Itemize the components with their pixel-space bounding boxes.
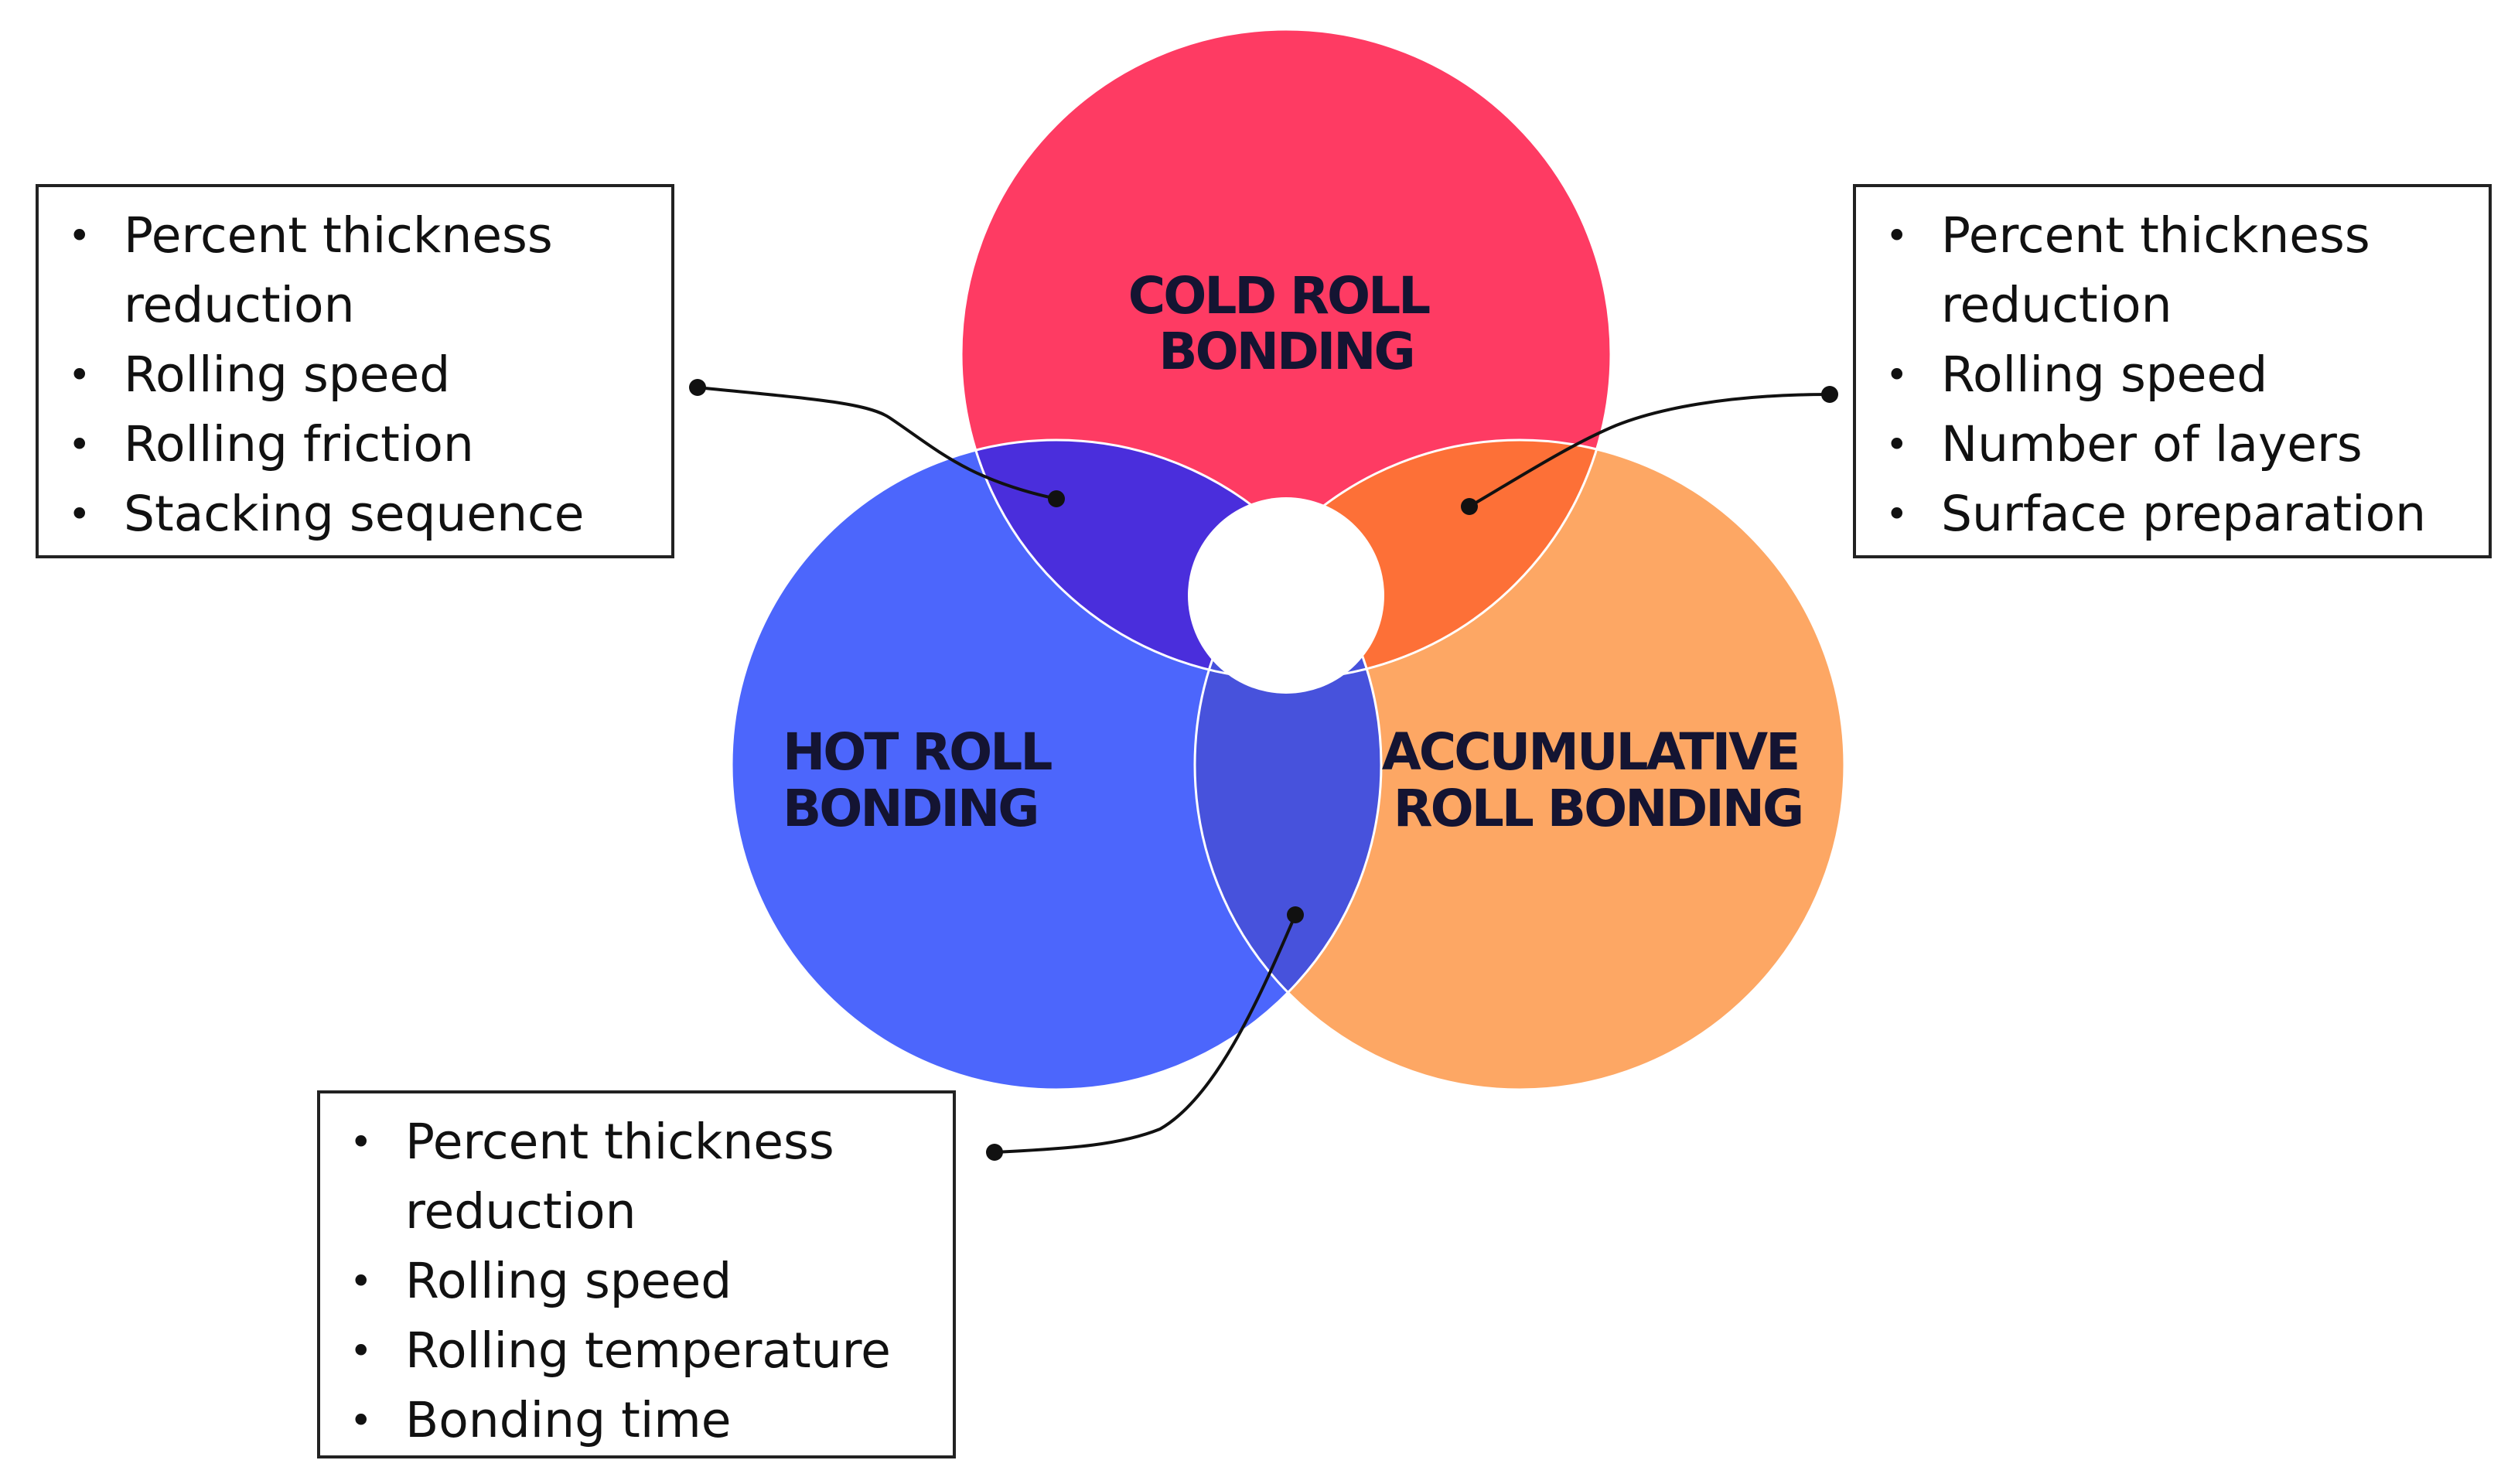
- accumulative-roll-bonding-label: ACCUMULATIVE ROLL BONDING: [1382, 722, 1814, 838]
- cold-roll-bonding-label: COLD ROLL BONDING: [1128, 266, 1444, 381]
- cold-accumulative-parameters-box: Percent thickness reduction Rolling spee…: [1853, 184, 2492, 558]
- list-item: Stacking sequence: [54, 479, 656, 549]
- connector-cold-hot-end-dot: [1048, 490, 1065, 507]
- list-item: Rolling speed: [54, 340, 656, 410]
- hot-circle-outline: [730, 438, 1383, 1091]
- cold-hot-parameters-list: Percent thickness reduction Rolling spee…: [54, 201, 656, 549]
- list-item: Bonding time: [336, 1386, 937, 1455]
- accumulative-label-line-2: ROLL BONDING: [1394, 779, 1802, 838]
- connector-cold-hot: [697, 386, 1057, 500]
- cold-hot-parameters-box: Percent thickness reduction Rolling spee…: [36, 184, 674, 558]
- list-item: Rolling speed: [1871, 340, 2473, 410]
- cold-label-line-2: BONDING: [1158, 322, 1413, 381]
- list-item: Surface preparation: [1871, 479, 2473, 549]
- connector-cold-accumulative-end-dot: [1461, 498, 1478, 515]
- list-item: Percent thickness reduction: [336, 1107, 937, 1247]
- connector-hot-accumulative-end-dot: [1287, 906, 1304, 923]
- center-hole: [1188, 497, 1384, 694]
- connector-cold-accumulative: [1468, 393, 1830, 508]
- cold-label-line-1: COLD ROLL: [1128, 266, 1430, 326]
- hot-accumulative-parameters-list: Percent thickness reduction Rolling spee…: [336, 1107, 937, 1455]
- accumulative-label-line-1: ACCUMULATIVE: [1382, 722, 1799, 782]
- list-item: Rolling friction: [54, 410, 656, 479]
- connector-hot-accumulative: [994, 914, 1297, 1154]
- hot-accumulative-parameters-box: Percent thickness reduction Rolling spee…: [317, 1090, 956, 1458]
- accumulative-circle-outline: [1193, 438, 1846, 1091]
- list-item: Number of layers: [1871, 410, 2473, 479]
- connector-hot-accumulative-start-dot: [986, 1144, 1003, 1161]
- list-item: Percent thickness reduction: [1871, 201, 2473, 340]
- hot-roll-bonding-label: HOT ROLL BONDING: [783, 722, 1066, 838]
- list-item: Percent thickness reduction: [54, 201, 656, 340]
- list-item: Rolling speed: [336, 1247, 937, 1316]
- connector-cold-accumulative-start-dot: [1821, 386, 1838, 403]
- hot-label-line-1: HOT ROLL: [783, 722, 1052, 782]
- connector-cold-hot-start-dot: [689, 379, 706, 396]
- list-item: Rolling temperature: [336, 1316, 937, 1386]
- cold-accumulative-parameters-list: Percent thickness reduction Rolling spee…: [1871, 201, 2473, 549]
- hot-label-line-2: BONDING: [783, 779, 1037, 838]
